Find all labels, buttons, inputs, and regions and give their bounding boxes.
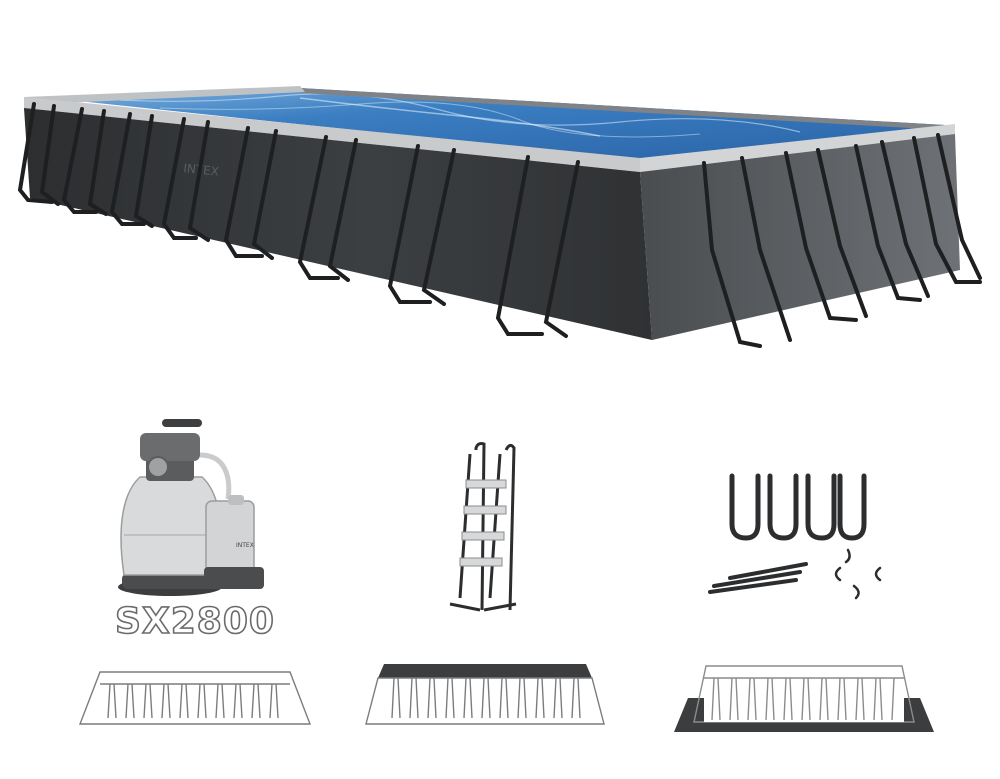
pool-cover-icon: [365, 664, 605, 725]
frame-parts-icon: [708, 473, 882, 600]
filter-model-label: SX2800: [114, 600, 275, 643]
sand-filter-pump-icon: INTEX: [118, 419, 264, 596]
pool-image: INTEX: [17, 86, 982, 348]
pump-brand-mark: INTEX: [236, 542, 254, 549]
pool-ladder-icon: [449, 442, 517, 612]
ground-cloth-icon: [674, 665, 934, 732]
pool-frame-outline-icon: [78, 671, 312, 725]
